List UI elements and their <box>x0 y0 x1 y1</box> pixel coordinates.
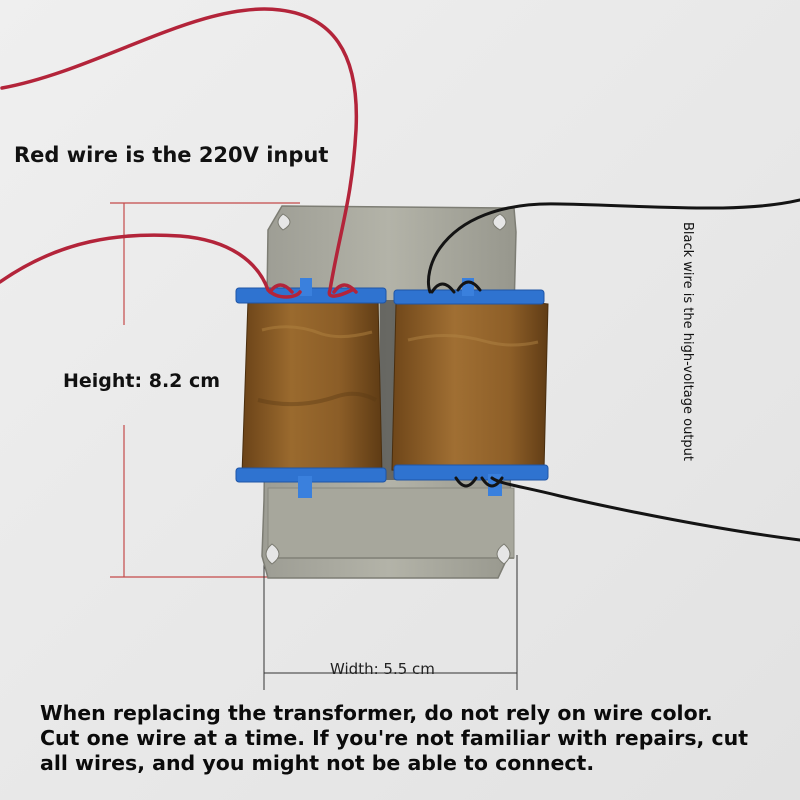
black-wire-caption: Black wire is the high-voltage output <box>680 222 695 461</box>
width-dimension-lines <box>263 555 518 690</box>
black-wires <box>426 198 800 542</box>
note-line: all wires, and you might not be able to … <box>40 751 595 775</box>
red-wire-caption: Red wire is the 220V input <box>14 143 329 167</box>
red-wires <box>0 7 359 299</box>
note-line: Cut one wire at a time. If you're not fa… <box>40 726 749 750</box>
replacement-note: When replacing the transformer, do not r… <box>40 701 780 776</box>
note-line: When replacing the transformer, do not r… <box>40 701 713 725</box>
height-dimension-lines <box>110 202 300 578</box>
secondary-coil <box>391 278 549 496</box>
primary-coil <box>235 278 387 498</box>
width-caption: Width: 5.5 cm <box>330 660 435 678</box>
height-caption: Height: 8.2 cm <box>63 370 221 392</box>
